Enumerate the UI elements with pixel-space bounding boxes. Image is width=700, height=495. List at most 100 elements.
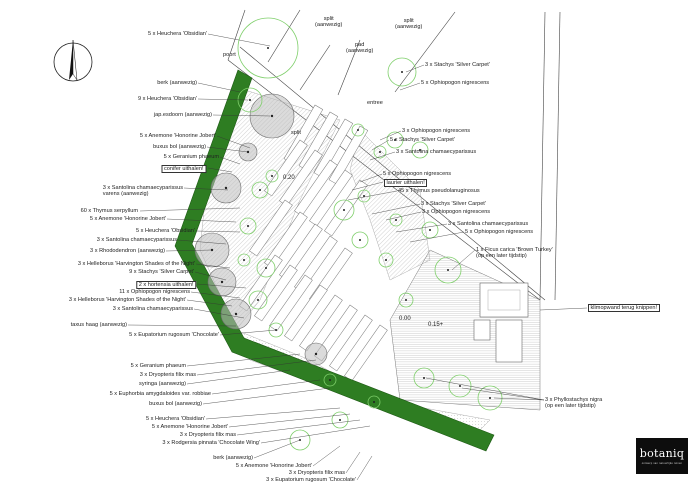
plant-center-dot: [357, 129, 359, 131]
label-ophiopogon-d: 5 x Ophiopogon nigrescens: [465, 229, 534, 235]
label-berk-1: berk (aanwezig): [157, 80, 197, 86]
terrace: [389, 249, 541, 411]
leader-line: [206, 146, 249, 153]
north-arrow-icon: [53, 39, 93, 82]
leader-line: [205, 407, 341, 420]
leader-line: [347, 190, 398, 201]
paving-plank: [284, 284, 328, 342]
paving-plank: [294, 159, 338, 217]
tree-center-dot: [234, 312, 238, 316]
plant-circle: [477, 385, 503, 411]
leader-line: [194, 271, 227, 281]
label-santolina-varens: 3 x Santolina chamaecyparissus varens (a…: [102, 185, 183, 198]
label-ophiopogon-top: 5 x Ophiopogon nigrescens: [421, 80, 490, 86]
label-rhododendron: 3 x Rhododendron (aanwezig): [90, 248, 165, 254]
plant-circle: [398, 292, 414, 308]
leader-line: [186, 369, 291, 385]
label-stachys-a: 5 x Stachys 'Silver Carpet': [390, 137, 455, 143]
plant-circle: [421, 221, 439, 239]
paving-plank-rect: [264, 139, 308, 197]
leader-line: [195, 230, 241, 233]
leader-line: [369, 151, 396, 161]
paving-plank: [324, 179, 368, 237]
paving-plank: [249, 199, 293, 257]
label-ficus: 1 x Ficus carica 'Brown Turkey' (op een …: [476, 247, 553, 260]
paving-plank: [344, 324, 388, 382]
paving-plank-rect: [254, 264, 298, 322]
plant-circle: [413, 367, 435, 389]
leader-line: [193, 308, 245, 319]
plant-circle: [367, 395, 381, 409]
leader-line: [202, 387, 331, 405]
paving-plank: [269, 274, 313, 332]
leader-line: [395, 223, 448, 233]
plant-center-dot: [359, 239, 361, 241]
leader-line: [461, 387, 545, 401]
label-anemone-2: 5 x Anemone 'Honorine Jobert': [89, 216, 166, 222]
label-anemone-4: 5 x Anemone 'Honorine Jobert': [235, 463, 312, 469]
leader-line: [260, 425, 371, 444]
label-euphorbia: 5 x Euphorbia amygdaloides var. robbiae: [109, 391, 211, 397]
plant-center-dot: [363, 195, 365, 197]
leader-line: [371, 203, 421, 215]
paving-plank-rect: [299, 294, 343, 352]
plant-circle: [386, 131, 404, 149]
label-santolina-2: 3 x Santolina chamaecyparissus: [96, 237, 177, 243]
leader-line: [190, 291, 241, 299]
plant-circle: [237, 253, 251, 267]
label-klimop: klimopwand terug knippen!: [588, 304, 660, 313]
leader-line: [196, 359, 317, 376]
paving-plank: [254, 264, 298, 322]
plant-center-dot: [339, 419, 341, 421]
plant-center-dot: [271, 175, 273, 177]
label-heuchera-obsidian-9: 9 x Heuchera 'Obsidian': [137, 96, 197, 102]
label-geranium-2: 5 x Geranium phaeum: [130, 363, 186, 369]
leader-line: [219, 156, 241, 165]
label-anemone-1: 5 x Anemone 'Honorine Jobert': [139, 133, 216, 139]
plant-circle: [378, 252, 394, 268]
label-heuchera-obsidian-top: 5 x Heuchera 'Obsidian': [147, 31, 207, 37]
plant-center-dot: [419, 149, 421, 151]
label-buxus-1: buxus bol (aanwezig): [153, 144, 206, 150]
label-phyllostachys: 3 x Phyllostachys nigra (op een later ti…: [545, 397, 603, 410]
leader-line: [195, 263, 231, 269]
leader-line: [197, 98, 249, 101]
leader-line: [196, 283, 247, 289]
paving-plank: [313, 118, 354, 178]
label-ophiopogon-a: 3 x Ophiopogon nigrescens: [402, 128, 471, 134]
label-eupatorium-1: 5 x Eupatorium rugosum 'Chocolate': [129, 332, 219, 338]
leader-line: [216, 135, 251, 149]
label-buxus-2: buxus bol (aanwezig): [149, 401, 202, 407]
label-thymus-pseudo: 45 x Thymus pseudolanuginosus: [398, 188, 480, 194]
leader-line: [197, 82, 241, 93]
plant-circle: [434, 256, 462, 284]
leader-line: [165, 249, 213, 252]
leader-line: [207, 33, 271, 47]
plant-circle: [333, 199, 355, 221]
plant-center-dot: [343, 209, 345, 211]
tree-center-dot: [220, 280, 224, 284]
plant-circle: [411, 141, 429, 159]
paving-plank: [329, 314, 373, 372]
plant-center-dot: [447, 269, 449, 271]
leader-line: [127, 324, 237, 327]
paving-plank-rect: [294, 159, 338, 217]
plant-center-dot: [394, 139, 396, 141]
paving-plank-rect: [329, 314, 373, 372]
leader-line: [351, 181, 384, 191]
plant-center-dot: [267, 47, 269, 49]
paving-plank: [309, 169, 353, 227]
tree-center-dot: [224, 186, 228, 190]
paving-plank-rect: [309, 169, 353, 227]
label-helleborus-1: 3 x Helleborus 'Harvington Shades of the…: [77, 261, 195, 267]
plant-center-dot: [259, 189, 261, 191]
label-ophiopogon-b: 5 x Ophiopogon nigrescens: [383, 171, 452, 177]
plant-center-dot: [373, 401, 375, 403]
leader-line: [399, 82, 421, 91]
paving-plank-rect: [313, 118, 354, 178]
plant-center-dot: [247, 225, 249, 227]
plant-circle: [448, 374, 472, 398]
plant-center-dot: [459, 385, 461, 387]
annotation-split-2: split (aanwezig): [395, 18, 423, 31]
